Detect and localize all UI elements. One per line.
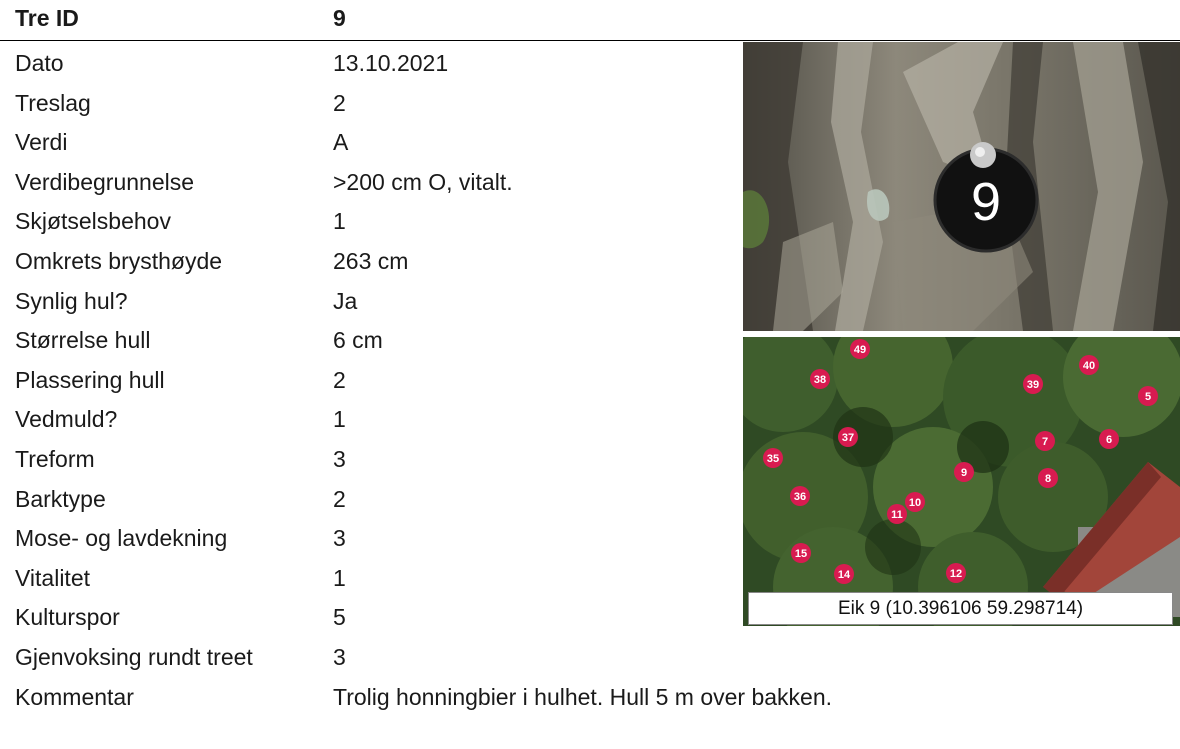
row-label: Dato xyxy=(15,50,64,76)
row-value: 2 xyxy=(333,89,346,116)
tag-number: 9 xyxy=(971,172,1001,232)
row-value: 5 xyxy=(333,604,346,631)
map-marker-label: 15 xyxy=(795,548,807,560)
table-row: Treslag 2 xyxy=(0,84,1180,124)
row-value: 2 xyxy=(333,485,346,512)
row-value: 1 xyxy=(333,564,346,591)
map-marker-label: 5 xyxy=(1145,391,1151,403)
row-value: Ja xyxy=(333,287,358,314)
row-label: Gjenvoksing rundt treet xyxy=(15,643,253,670)
row-label: Verdibegrunnelse xyxy=(15,168,195,195)
map-markers: 49 40 38 39 5 37 7 6 35 9 8 36 10 11 15 14 12 xyxy=(763,339,1158,584)
map-marker-label: 12 xyxy=(950,568,962,580)
tree-id-label: Tre ID xyxy=(15,5,79,31)
row-value: 2 xyxy=(333,366,346,393)
map-marker-label: 10 xyxy=(909,497,921,509)
map-marker-14: 14 xyxy=(834,564,854,584)
map-image: 49 40 38 39 5 37 7 6 35 9 8 36 10 11 15 14 12 xyxy=(743,337,1180,626)
table-row: Vitalitet 1 xyxy=(0,559,1180,599)
row-label: Omkrets brysthøyde xyxy=(15,247,223,274)
map-marker-label: 37 xyxy=(842,432,854,444)
map-marker-38: 38 xyxy=(810,369,830,389)
row-value: 13.10.2021 xyxy=(333,50,449,76)
attribute-table: Dato 13.10.2021 Treslag 2 Verdi A Verdibegr… xyxy=(0,44,1180,717)
table-row: Kulturspor 5 xyxy=(0,598,1180,638)
row-label: Skjøtselsbehov xyxy=(15,208,171,235)
tree-photo: 9 xyxy=(743,42,1180,331)
table-row: Skjøtselsbehov 1 xyxy=(0,202,1180,242)
map-marker-49: 49 xyxy=(850,339,870,359)
row-value: 3 xyxy=(333,643,346,670)
map-marker-11: 11 xyxy=(887,504,907,524)
map-marker-15: 15 xyxy=(791,543,811,563)
header-divider xyxy=(0,40,1180,41)
row-label: Kommentar xyxy=(15,683,134,710)
row-label: Barktype xyxy=(15,485,106,512)
row-label: Kulturspor xyxy=(15,604,120,631)
header-row: Tre ID 9 xyxy=(0,0,1180,40)
table-row: Vedmuld? 1 xyxy=(0,400,1180,440)
row-label: Treslag xyxy=(15,89,91,116)
table-row: Gjenvoksing rundt treet 3 xyxy=(0,638,1180,678)
table-row: Mose- og lavdekning 3 xyxy=(0,519,1180,559)
row-label: Vedmuld? xyxy=(15,406,118,433)
table-row: Treform 3 xyxy=(0,440,1180,480)
map-marker-label: 8 xyxy=(1045,473,1051,485)
aerial-map: 49 40 38 39 5 37 7 6 35 9 8 36 10 11 15 14 12 Eik 9 (10.… xyxy=(743,337,1180,626)
map-caption: Eik 9 (10.396106 59.298714) xyxy=(748,592,1173,625)
map-marker-8: 8 xyxy=(1038,468,1058,488)
map-marker-label: 38 xyxy=(814,374,826,386)
row-label: Størrelse hull xyxy=(15,327,151,354)
map-marker-label: 14 xyxy=(838,569,851,581)
table-row: Barktype 2 xyxy=(0,480,1180,520)
map-marker-10: 10 xyxy=(905,492,925,512)
map-marker-39: 39 xyxy=(1023,374,1043,394)
row-label: Synlig hul? xyxy=(15,287,128,314)
table-row: Dato 13.10.2021 xyxy=(0,44,1180,84)
map-marker-label: 35 xyxy=(767,453,779,465)
row-value: 263 cm xyxy=(333,247,409,274)
map-marker-6: 6 xyxy=(1099,429,1119,449)
row-value: 1 xyxy=(333,208,346,235)
row-value: >200 cm O, vitalt. xyxy=(333,168,513,195)
row-value: 1 xyxy=(333,406,346,433)
tag-disc xyxy=(935,149,1037,251)
map-marker-label: 7 xyxy=(1042,436,1048,448)
row-value: 3 xyxy=(333,445,346,472)
table-row: Størrelse hull 6 cm xyxy=(0,321,1180,361)
map-marker-label: 9 xyxy=(961,467,967,479)
map-marker-35: 35 xyxy=(763,448,783,468)
row-value: Trolig honningbier i hulhet. Hull 5 m ov… xyxy=(333,683,833,710)
row-label: Mose- og lavdekning xyxy=(15,525,228,552)
map-marker-label: 6 xyxy=(1106,434,1112,446)
map-marker-5: 5 xyxy=(1138,386,1158,406)
row-label: Plassering hull xyxy=(15,366,165,393)
tree-id-value: 9 xyxy=(333,5,346,31)
map-marker-label: 36 xyxy=(794,491,806,503)
row-label: Vitalitet xyxy=(15,564,91,591)
row-label: Verdi xyxy=(15,129,68,156)
row-value: 6 cm xyxy=(333,327,383,354)
table-row: Verdi A xyxy=(0,123,1180,163)
bark-image: 9 xyxy=(743,42,1180,331)
row-value: A xyxy=(333,129,349,156)
map-marker-36: 36 xyxy=(790,486,810,506)
map-marker-40: 40 xyxy=(1079,355,1099,375)
table-row: Synlig hul? Ja xyxy=(0,282,1180,322)
map-marker-label: 40 xyxy=(1083,360,1095,372)
map-marker-37: 37 xyxy=(838,427,858,447)
map-marker-12: 12 xyxy=(946,563,966,583)
map-marker-label: 11 xyxy=(891,509,903,521)
table-row: Kommentar Trolig honningbier i hulhet. Hu… xyxy=(0,678,1180,718)
map-marker-label: 39 xyxy=(1027,379,1039,391)
table-row: Plassering hull 2 xyxy=(0,361,1180,401)
row-label: Treform xyxy=(15,445,95,472)
row-value: 3 xyxy=(333,525,346,552)
table-row: Verdibegrunnelse >200 cm O, vitalt. xyxy=(0,163,1180,203)
map-marker-label: 49 xyxy=(854,344,866,356)
table-row: Omkrets brysthøyde 263 cm xyxy=(0,242,1180,282)
map-marker-7: 7 xyxy=(1035,431,1055,451)
map-marker-9: 9 xyxy=(954,462,974,482)
